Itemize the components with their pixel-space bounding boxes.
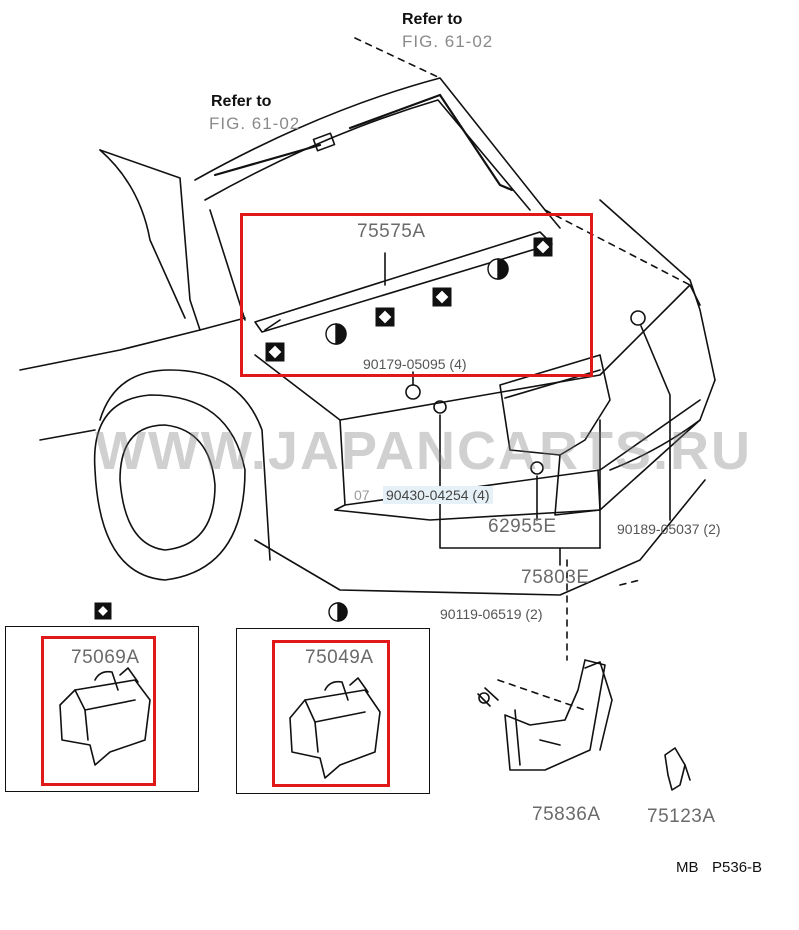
rear-window-frame xyxy=(194,77,561,229)
inset-frame-right xyxy=(236,628,430,794)
highlight-75575A xyxy=(240,213,593,377)
car-wheel-outer xyxy=(93,394,246,581)
inset-frame-left xyxy=(5,626,199,792)
clip-90189 xyxy=(630,310,646,326)
clip-75123A xyxy=(664,747,686,791)
refer-label-top: Refer to xyxy=(402,11,463,28)
part-label-75803E[interactable]: 75803E xyxy=(521,567,590,588)
highlight-75049A xyxy=(272,640,390,787)
car-side-line xyxy=(19,317,246,371)
part-label-90119[interactable]: 90119-06519 (2) xyxy=(440,606,543,622)
inset-part-75049A xyxy=(289,677,381,779)
rear-window-lower xyxy=(209,209,246,321)
diamond-markers xyxy=(94,237,553,620)
upper-seal xyxy=(213,143,322,177)
part-label-75069A[interactable]: 75069A xyxy=(71,647,140,668)
part-label-90189[interactable]: 90189-05037 (2) xyxy=(617,521,721,537)
half-circle-markers xyxy=(325,258,509,622)
bracket-75836A xyxy=(504,659,606,771)
car-rear-quarter xyxy=(599,199,716,381)
part-label-75123A[interactable]: 75123A xyxy=(647,806,716,827)
car-trunk-lid xyxy=(254,354,346,511)
refer-label-left: Refer to xyxy=(211,93,272,110)
car-wheel-arch xyxy=(99,369,271,561)
clip-90179 xyxy=(405,384,421,400)
fig-ref-top[interactable]: FIG. 61-02 xyxy=(402,32,494,51)
part-label-90430[interactable]: 90430-04254 (4) xyxy=(383,486,493,504)
fig-ref-left[interactable]: FIG. 61-02 xyxy=(209,114,301,133)
part-label-75575A[interactable]: 75575A xyxy=(357,221,426,242)
footer-code: P536-B xyxy=(712,859,763,876)
watermark-text: WWW.JAPANCARTS.RU xyxy=(95,421,752,481)
clip-62955E xyxy=(530,461,544,475)
car-roof-line xyxy=(99,149,201,331)
highlight-75069A xyxy=(41,636,156,786)
car-wheel-inner xyxy=(119,424,216,551)
seal-clip xyxy=(312,132,336,152)
inset-part-75069A xyxy=(59,667,151,766)
part-label-62955E[interactable]: 62955E xyxy=(488,516,557,537)
part-label-75836A[interactable]: 75836A xyxy=(532,804,601,825)
car-rear-window-left xyxy=(99,149,186,319)
garnish-panel xyxy=(499,354,611,456)
car-bumper-bottom xyxy=(254,479,706,596)
grommet xyxy=(433,400,447,414)
part-label-75049A[interactable]: 75049A xyxy=(305,647,374,668)
part-label-07: 07 xyxy=(354,487,370,503)
car-lower-side xyxy=(39,429,96,441)
part-label-90179[interactable]: 90179-05095 (4) xyxy=(363,356,467,372)
car-tail-lamp xyxy=(609,419,701,471)
bolt-90119 xyxy=(477,687,499,707)
rear-window-inner xyxy=(204,99,531,211)
footer-mb: MB xyxy=(676,859,699,876)
